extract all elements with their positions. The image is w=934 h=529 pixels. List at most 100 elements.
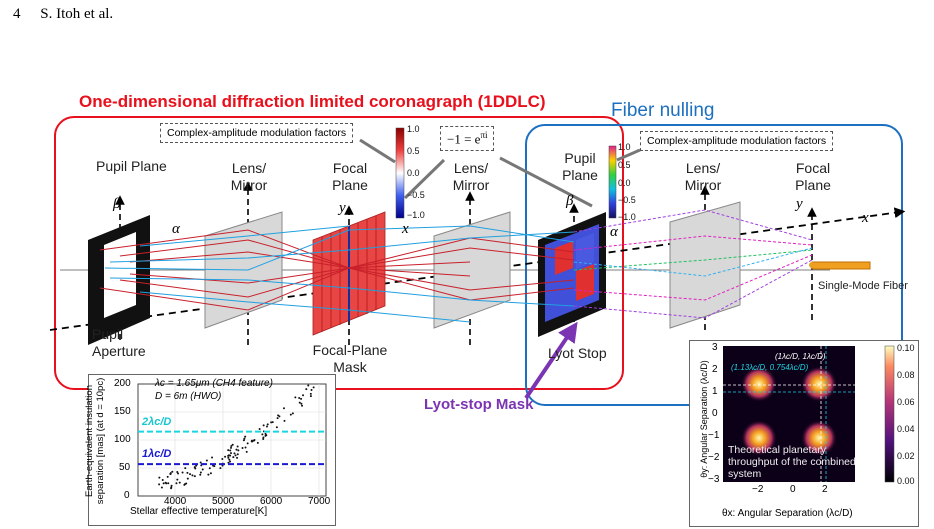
scatter-point [175, 482, 177, 484]
scatter-point [237, 446, 239, 448]
r-xtick: 0 [790, 484, 796, 495]
scatter-point [202, 468, 204, 470]
lens-mirror-label-3: Lens/ Mirror [668, 160, 738, 194]
scatter-point [229, 461, 231, 463]
scatter-point [244, 436, 246, 438]
scatter-point [165, 482, 167, 484]
scatter-point [230, 447, 232, 449]
r-cbar-tick: 0.00 [897, 476, 915, 486]
ytick: 150 [114, 406, 131, 417]
right-plot-ylabel: θy: Angular Separation (λc/D) [699, 344, 709, 494]
scatter-point [261, 433, 263, 435]
scatter-point [247, 442, 249, 444]
r-ytick: 2 [712, 364, 718, 375]
scatter-point [310, 393, 312, 395]
modulation-factors-callout-1: Complex-amplitude modulation factors [160, 123, 353, 143]
scatter-point [245, 447, 247, 449]
r-ytick: 3 [712, 342, 718, 353]
scatter-point [233, 452, 235, 454]
scatter-point [298, 397, 300, 399]
scatter-point [194, 467, 196, 469]
scatter-point [211, 457, 213, 459]
cbar1-tick: 1.0 [407, 124, 420, 134]
scatter-point [235, 449, 237, 451]
scatter-point [290, 414, 292, 416]
y-axis-label: y [339, 200, 346, 217]
scatter-point [307, 384, 309, 386]
scatter-point [262, 437, 264, 439]
right-plot-xlabel: θx: Angular Separation (λc/D) [722, 508, 853, 519]
lens-mirror-label-1: Lens/ Mirror [214, 160, 284, 194]
scatter-point [161, 487, 163, 489]
white-point-annotation: (1λc/D, 1λc/D) [775, 352, 826, 361]
scatter-point [263, 424, 265, 426]
scatter-point [179, 482, 181, 484]
r-xtick: 2 [822, 484, 828, 495]
xtick: 5000 [212, 496, 234, 507]
scatter-point [187, 478, 189, 480]
scatter-point [176, 479, 178, 481]
euler-superscript: πi [480, 130, 487, 140]
scatter-point [184, 467, 186, 469]
scatter-point [257, 442, 259, 444]
left-plot-annot-1: λc = 1.65μm (CH4 feature) [155, 378, 273, 389]
scatter-point [272, 421, 274, 423]
scatter-point [186, 472, 188, 474]
scatter-point [162, 479, 164, 481]
scatter-point [232, 456, 234, 458]
r-ytick: 1 [712, 386, 718, 397]
cbar1-tick: −0.5 [407, 190, 425, 200]
x-axis-label: x [402, 221, 409, 238]
left-plot-ylabel: Earth-equivalent insulation separation [… [84, 376, 106, 506]
left-plot-xlabel: Stellar effective temperature[K] [130, 506, 267, 517]
euler-text: −1 = e [447, 131, 480, 146]
scatter-point [276, 426, 278, 428]
r-ytick: 0 [712, 408, 718, 419]
lens-mirror-label-2: Lens/ Mirror [436, 160, 506, 194]
two-lambda-label: 2λc/D [142, 416, 171, 428]
focal-plane-mask-label: Focal-Plane Mask [310, 342, 390, 376]
scatter-point [242, 447, 244, 449]
scatter-point [277, 417, 279, 419]
ytick: 0 [124, 490, 130, 501]
scatter-point [169, 473, 171, 475]
scatter-point [243, 438, 245, 440]
scatter-point [267, 423, 269, 425]
alpha-axis-label: α [172, 221, 180, 238]
scatter-point [230, 452, 232, 454]
cbar1-tick: 0.5 [407, 146, 420, 156]
scatter-point [259, 428, 261, 430]
pupil-plane-label: Pupil Plane [96, 158, 167, 175]
r-cbar-tick: 0.06 [897, 397, 915, 407]
scatter-point [311, 389, 313, 391]
scatter-point [302, 394, 304, 396]
lyot-stop-label: Lyot Stop [548, 345, 607, 362]
left-plot-annot-2: D = 6m (HWO) [155, 391, 221, 402]
alpha-axis-label-2: α [610, 224, 618, 241]
r-cbar-tick: 0.08 [897, 370, 915, 380]
scatter-point [292, 412, 294, 414]
scatter-point [183, 484, 185, 486]
scatter-point [246, 451, 248, 453]
pupil-plane-label-lyot: Pupil Plane [555, 150, 605, 184]
scatter-point [182, 472, 184, 474]
r-cbar-tick: 0.02 [897, 451, 915, 461]
x-axis-label-2: x [862, 210, 869, 227]
scatter-point [299, 402, 301, 404]
scatter-point [224, 456, 226, 458]
cyan-point-annotation: (1.13λc/D, 0.754λc/D) [731, 363, 808, 372]
scatter-point [200, 471, 202, 473]
scatter-point [300, 403, 302, 405]
r-cbar-tick: 0.10 [897, 343, 915, 353]
scatter-point [191, 474, 193, 476]
single-mode-fiber-label: Single-Mode Fiber [818, 278, 908, 295]
scatter-point [219, 467, 221, 469]
scatter-point [209, 467, 211, 469]
scatter-point [189, 473, 191, 475]
r-xtick: −2 [752, 484, 763, 495]
scatter-point [170, 486, 172, 488]
scatter-point [227, 455, 229, 457]
ytick: 200 [114, 378, 131, 389]
scatter-point [227, 457, 229, 459]
ytick: 50 [119, 462, 130, 473]
